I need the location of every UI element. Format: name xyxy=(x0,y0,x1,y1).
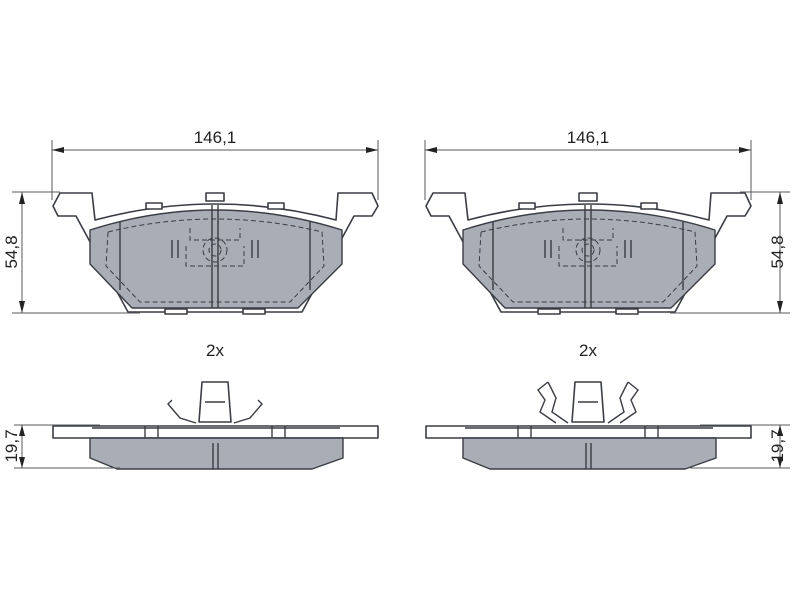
front-view-right: 146,1 54,8 xyxy=(424,128,790,315)
thickness-label: 19,7 xyxy=(2,429,21,462)
retaining-clip xyxy=(167,381,263,424)
height-label: 54,8 xyxy=(2,235,21,268)
front-view-left: 146,1 54,8 xyxy=(2,128,379,315)
side-view-left: 2x 19,7 xyxy=(2,341,379,470)
thickness-dimension: 19,7 xyxy=(690,424,790,469)
quantity-label: 2x xyxy=(206,341,224,360)
width-dimension: 146,1 xyxy=(51,128,379,200)
width-label: 146,1 xyxy=(567,128,610,147)
retaining-clip xyxy=(537,381,639,424)
width-label: 146,1 xyxy=(194,128,237,147)
height-label: 54,8 xyxy=(768,235,787,268)
quantity-label: 2x xyxy=(579,341,597,360)
height-dimension: 54,8 xyxy=(2,191,140,314)
height-dimension: 54,8 xyxy=(670,191,790,314)
thickness-label: 19,7 xyxy=(768,429,787,462)
side-view-right: 2x 19,7 xyxy=(425,341,790,470)
thickness-dimension: 19,7 xyxy=(2,424,120,469)
width-dimension: 146,1 xyxy=(424,128,752,200)
